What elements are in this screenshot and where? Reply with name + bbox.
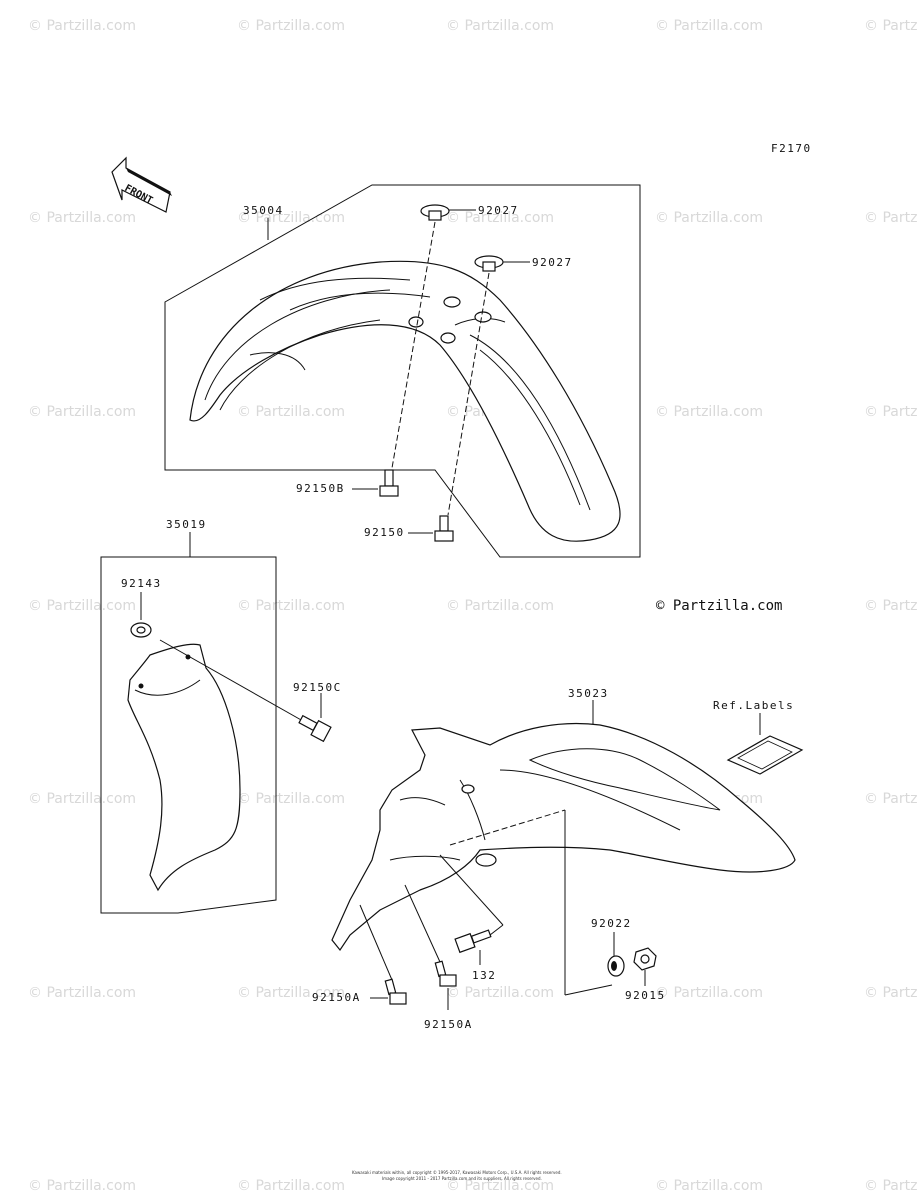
watermark: © Partzilla.com <box>655 18 763 34</box>
watermark: © Partzilla.com <box>28 18 136 34</box>
grommet-92027[interactable] <box>474 255 504 272</box>
diagram-code: F2170 <box>771 142 812 155</box>
bolt-92150[interactable] <box>434 515 454 542</box>
rear-fender-group: 35023 Ref.Labels 92022 <box>312 687 804 1031</box>
part-label-92150B[interactable]: 92150B <box>296 482 345 495</box>
watermark: © Partzilla.com <box>28 1178 136 1194</box>
washer-92022[interactable] <box>607 955 625 977</box>
bolt-92150A[interactable] <box>384 978 407 1005</box>
front-fender-group: 35004 92027 92027 <box>164 184 641 558</box>
part-label-92143[interactable]: 92143 <box>121 577 162 590</box>
watermark: © Partzilla.com <box>28 404 136 420</box>
part-label-92022[interactable]: 92022 <box>591 917 632 930</box>
watermark: © Partzilla.com <box>237 598 345 614</box>
ref-label-decal-icon[interactable] <box>726 735 804 775</box>
partzilla-credit: © Partzilla.com <box>656 598 782 614</box>
part-label-35004[interactable]: 35004 <box>243 204 284 217</box>
part-label-92027[interactable]: 92027 <box>532 256 573 269</box>
front-arrow-icon: FRONT <box>111 156 172 213</box>
watermark: © Partzilla.com <box>864 985 917 1001</box>
mud-guard-group: 35019 92143 92150C <box>100 518 342 914</box>
watermark: © Partzilla.com <box>655 404 763 420</box>
part-label-92150A[interactable]: 92150A <box>424 1018 473 1031</box>
watermark: © Partzilla.com <box>28 791 136 807</box>
part-label-92150A[interactable]: 92150A <box>312 991 361 1004</box>
bolt-132[interactable] <box>454 929 492 954</box>
watermark: © Partzilla.com <box>864 1178 917 1194</box>
part-label-35019[interactable]: 35019 <box>166 518 207 531</box>
watermark: © Partzilla.com <box>446 985 554 1001</box>
watermark: © Partzilla.com <box>864 210 917 226</box>
part-label-132[interactable]: 132 <box>472 969 496 982</box>
bolt-92150B[interactable] <box>379 469 399 497</box>
watermark: © Partzilla.com <box>237 985 345 1001</box>
watermark: © Partzilla.com <box>446 18 554 34</box>
watermark: © Partzilla.com <box>446 598 554 614</box>
watermark: © Partzilla.com <box>237 1178 345 1194</box>
mud-guard-35019[interactable] <box>127 643 241 892</box>
part-label-92150[interactable]: 92150 <box>364 526 405 539</box>
watermark: © Partzilla.com <box>237 404 345 420</box>
watermark: © Partzilla.com <box>28 598 136 614</box>
part-label-92150C[interactable]: 92150C <box>293 681 342 694</box>
rear-fender-35023[interactable] <box>331 722 796 952</box>
watermark: © Partzilla.com <box>28 985 136 1001</box>
watermark: © Partzilla.com <box>655 210 763 226</box>
bolt-92150A[interactable] <box>434 960 457 987</box>
watermark: © Partzilla.com <box>446 210 554 226</box>
watermark: © Partzilla.com <box>237 18 345 34</box>
collar-92143[interactable] <box>130 622 152 638</box>
ref-labels-title: Ref.Labels <box>713 699 794 712</box>
front-fender-35004[interactable] <box>189 260 621 542</box>
watermark: © Partzilla.com <box>237 210 345 226</box>
watermark: © Partzilla.com <box>446 1178 554 1194</box>
part-label-92015[interactable]: 92015 <box>625 989 666 1002</box>
watermark: © Partzilla.com <box>655 1178 763 1194</box>
footer-copyright: Kawasaki materials within, all copyright… <box>352 1170 562 1175</box>
nut-92015[interactable] <box>633 947 657 971</box>
part-label-92027[interactable]: 92027 <box>478 204 519 217</box>
watermark: © Partzilla.com <box>864 18 917 34</box>
bolt-92150C[interactable] <box>298 714 332 743</box>
footer-copyright: Image copyright 2011 - 2017 Partzilla.co… <box>382 1176 542 1181</box>
part-label-35023[interactable]: 35023 <box>568 687 609 700</box>
watermark: © Partzilla.com <box>864 404 917 420</box>
watermark: © Partzilla.com <box>864 791 917 807</box>
grommet-92027[interactable] <box>420 204 450 221</box>
watermark: © Partzilla.com <box>655 985 763 1001</box>
watermark: © Partzilla.com <box>28 210 136 226</box>
watermark: © Partzilla.com <box>237 791 345 807</box>
watermark: © Partzilla.com <box>864 598 917 614</box>
